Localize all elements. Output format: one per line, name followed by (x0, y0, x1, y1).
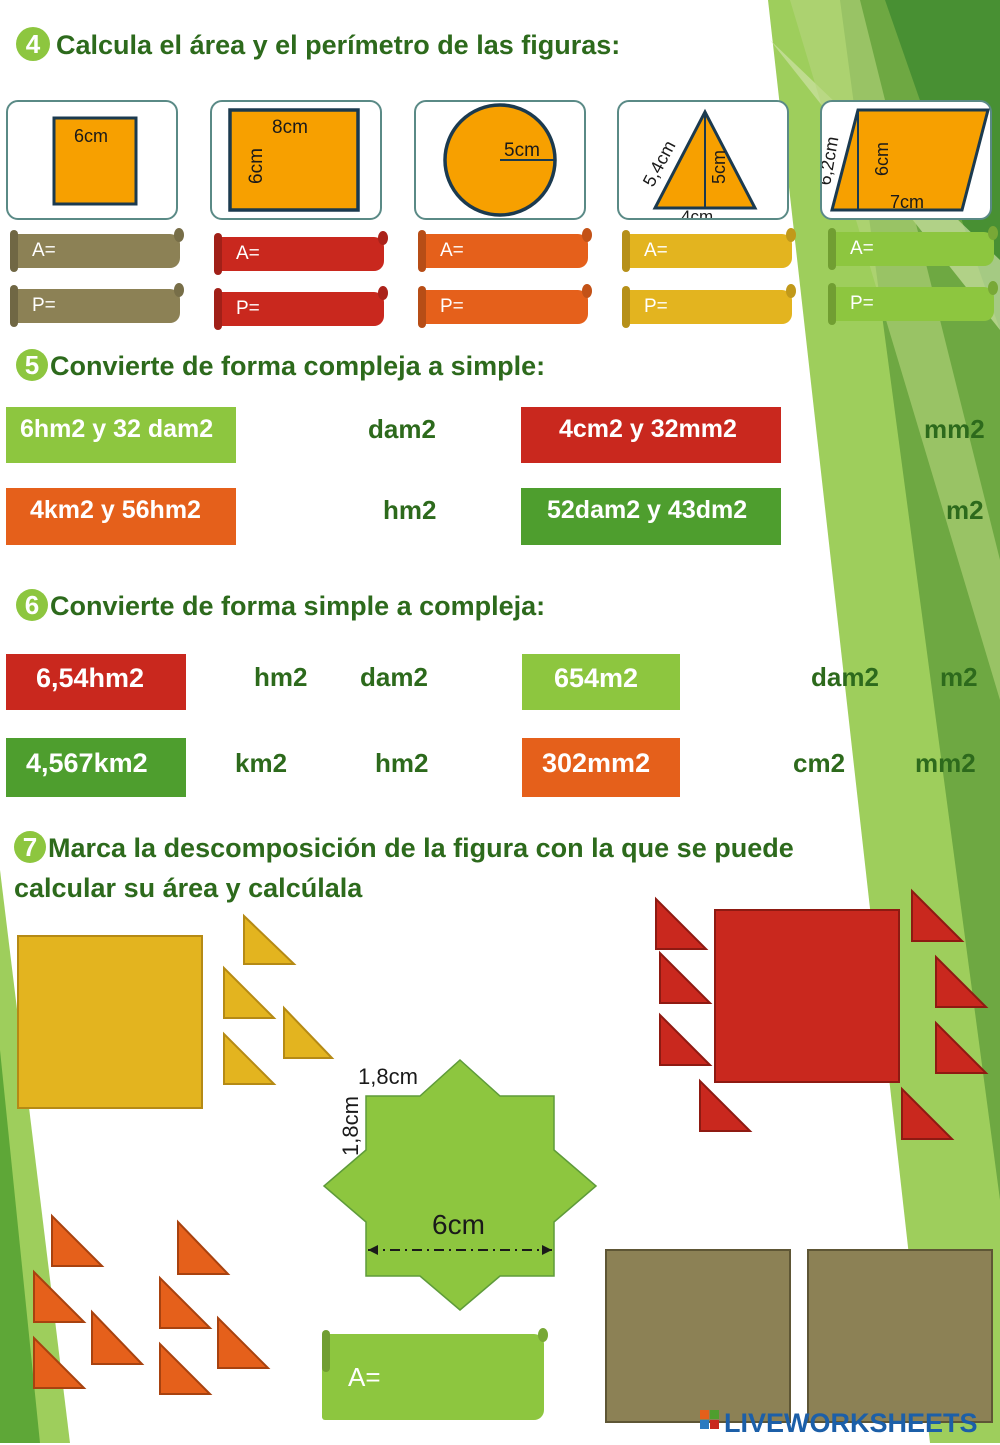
section-number-badge: 5 (16, 348, 48, 381)
star-side-label: 1,8cm (338, 1096, 363, 1156)
decomposition-triangle (659, 950, 713, 1004)
parallelogram-figure: 6,2cm 6cm 7cm (822, 108, 990, 212)
watermark-text: LIVEWORKSHEETS (724, 1408, 978, 1438)
decomposition-square (17, 935, 203, 1109)
figure-card-parallelogram: 6,2cm 6cm 7cm (820, 100, 992, 220)
parallelogram-base-label: 7cm (890, 192, 924, 212)
decomposition-triangle (159, 1341, 213, 1395)
decomposition-option-red[interactable] (650, 885, 995, 1145)
unit-answer-field[interactable]: hm2 (383, 495, 437, 525)
triangle-figure: 5,4cm 5cm 4cm (639, 108, 758, 218)
section-number-badge: 7 (14, 830, 46, 863)
decomposition-triangle (659, 1012, 713, 1066)
conversion-value-box: 6hm2 y 32 dam2 (6, 407, 236, 463)
unit-answer-field[interactable]: dam2 (811, 662, 879, 692)
decomposition-option-olive[interactable] (602, 1246, 994, 1426)
decomposition-triangle (699, 1078, 753, 1132)
decomposition-triangle (51, 1213, 105, 1267)
area-answer-circle[interactable]: A= (418, 234, 588, 268)
section-7-title: Marca la descomposición de la figura con… (14, 833, 794, 903)
conversion-value-box: 6,54hm2 (6, 654, 186, 710)
decomposition-option-yellow[interactable] (10, 910, 350, 1120)
decomposition-triangle (159, 1275, 213, 1329)
square-figure: 6cm (52, 116, 138, 206)
unit-answer-field[interactable]: dam2 (368, 414, 436, 444)
decomposition-triangle (177, 1219, 231, 1275)
decomposition-triangle (33, 1335, 87, 1389)
star-figure: 6cm 1,8cm 1,8cm (322, 1058, 598, 1311)
area-answer-triangle[interactable]: A= (622, 234, 792, 268)
decomposition-triangle (911, 888, 965, 942)
conversion-value-box: 302mm2 (522, 738, 680, 797)
decomposition-square (714, 909, 900, 1083)
unit-answer-field[interactable]: cm2 (793, 748, 846, 778)
rectangle-height-label: 6cm (246, 148, 267, 184)
section-5-title: Convierte de forma compleja a simple: (50, 351, 546, 381)
conversion-value-box: 654m2 (522, 654, 680, 710)
area-answer-rectangle[interactable]: A= (214, 237, 384, 271)
circle-radius-label: 5cm (504, 140, 540, 161)
decomposition-square (605, 1249, 791, 1423)
section-4-title: Calcula el área y el perímetro de las fi… (56, 30, 621, 61)
star-top-label: 1,8cm (358, 1064, 418, 1089)
conversion-value-box: 4km2 y 56hm2 (6, 488, 236, 545)
circle-figure: 5cm (443, 103, 557, 217)
star-area-answer[interactable]: A= (322, 1334, 544, 1420)
liveworksheets-logo: LIVEWORKSHEETS (698, 1404, 998, 1440)
unit-answer-field[interactable]: hm2 (375, 748, 429, 778)
triangle-height-label: 5cm (709, 150, 729, 184)
area-answer-parallelogram[interactable]: A= (828, 232, 994, 266)
unit-answer-field[interactable]: mm2 (924, 414, 985, 444)
unit-answer-field[interactable]: km2 (235, 748, 288, 778)
conversion-value-box: 52dam2 y 43dm2 (521, 488, 781, 545)
perimeter-answer-rectangle[interactable]: P= (214, 292, 384, 326)
decomposition-triangle (243, 913, 297, 965)
decomposition-triangle (901, 1086, 955, 1140)
section-6-title: Convierte de forma simple a compleja: (50, 591, 546, 621)
triangle-base-label: 4cm (681, 207, 713, 218)
unit-answer-field[interactable]: m2 (946, 495, 984, 525)
rectangle-figure: 8cm 6cm (228, 108, 360, 212)
section-number-badge: 4 (16, 27, 50, 61)
conversion-value-box: 4,567km2 (6, 738, 186, 797)
perimeter-answer-square[interactable]: P= (10, 289, 180, 323)
perimeter-answer-triangle[interactable]: P= (622, 290, 792, 324)
decomposition-option-orange[interactable] (28, 1212, 278, 1397)
decomposition-triangle (935, 1020, 989, 1074)
decomposition-triangle (223, 965, 277, 1019)
decomposition-triangle (33, 1269, 87, 1323)
perimeter-answer-circle[interactable]: P= (418, 290, 588, 324)
section-number-badge: 6 (16, 588, 48, 621)
decomposition-triangle (283, 1005, 335, 1059)
figure-card-circle: 5cm (414, 100, 586, 220)
square-side-label: 6cm (74, 126, 108, 146)
perimeter-answer-parallelogram[interactable]: P= (828, 287, 994, 321)
decomposition-triangle (91, 1309, 145, 1365)
unit-answer-field[interactable]: dam2 (360, 662, 428, 692)
decomposition-triangle (217, 1315, 271, 1369)
unit-answer-field[interactable]: hm2 (254, 662, 308, 692)
figure-card-rectangle: 8cm 6cm (210, 100, 382, 220)
area-answer-square[interactable]: A= (10, 234, 180, 268)
conversion-value-box: 4cm2 y 32mm2 (521, 407, 781, 463)
decomposition-triangle (935, 954, 989, 1008)
decomposition-square (807, 1249, 993, 1423)
star-width-label: 6cm (432, 1209, 485, 1240)
decomposition-triangle (223, 1031, 277, 1085)
figure-card-square: 6cm (6, 100, 178, 220)
unit-answer-field[interactable]: m2 (940, 662, 978, 692)
unit-answer-field[interactable]: mm2 (915, 748, 976, 778)
rectangle-width-label: 8cm (272, 117, 308, 138)
parallelogram-height-label: 6cm (872, 142, 892, 176)
figure-card-triangle: 5,4cm 5cm 4cm (617, 100, 789, 220)
decomposition-triangle (655, 896, 709, 950)
